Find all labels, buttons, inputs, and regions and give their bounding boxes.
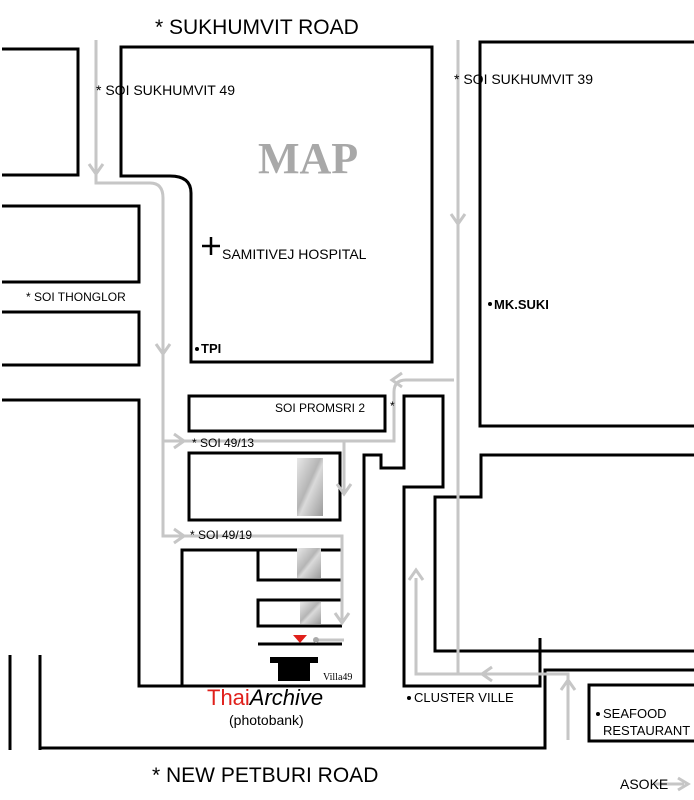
hospital-cross-icon — [202, 237, 220, 255]
thaiarchive-logo: ThaiArchive — [207, 685, 323, 710]
soi-thonglor-label: * SOI THONGLOR — [26, 290, 126, 304]
hospital-label: SAMITIVEJ HOSPITAL — [222, 246, 367, 262]
block-left-top — [0, 47, 80, 177]
villa-icon — [270, 657, 318, 681]
block-left-low — [0, 310, 141, 367]
location-marker — [293, 635, 307, 643]
cluster-ville-dot — [407, 696, 411, 700]
soi-49-19-label: * SOI 49/19 — [190, 528, 252, 542]
arrow-down-2 — [154, 343, 172, 357]
arrow-right-asoke — [677, 776, 691, 792]
arrow-up-2 — [559, 677, 577, 691]
building-3 — [300, 602, 321, 624]
block-comb — [182, 394, 542, 688]
arrow-down-3 — [449, 213, 467, 227]
arrow-left-2 — [389, 371, 403, 389]
villa49-label: Villa49 — [323, 672, 352, 683]
block-promsri — [187, 394, 387, 433]
soi-promsri-label: SOI PROMSRI 2 — [275, 401, 365, 415]
soi-49-13-label: * SOI 49/13 — [192, 436, 254, 450]
map-title: MAP — [258, 134, 358, 183]
logo-part-thai: Thai — [207, 685, 250, 710]
soi-49-label: * SOI SUKHUMVIT 49 — [96, 82, 235, 98]
villa-dot — [313, 637, 319, 643]
tpi-label: TPI — [201, 341, 221, 356]
seafood-label-2: RESTAURANT — [603, 723, 690, 738]
cluster-ville-label: CLUSTER VILLE — [414, 690, 514, 705]
building-1 — [297, 458, 323, 516]
tpi-dot — [195, 347, 199, 351]
seafood-label-1: SEAFOOD — [603, 706, 667, 721]
road-edge-bottom-line — [40, 668, 694, 750]
seafood-dot — [596, 712, 600, 716]
block-left-bottom — [0, 398, 342, 688]
block-right-mid — [433, 453, 694, 653]
block-hospital — [119, 45, 434, 364]
building-2 — [297, 548, 321, 578]
mk-suki-dot — [488, 302, 492, 306]
arrow-down-5 — [333, 612, 351, 626]
asoke-label: ASOKE — [620, 776, 668, 792]
road-edge-bottom — [0, 0, 42, 750]
block-seafood — [587, 683, 694, 743]
arrow-right-1 — [173, 432, 187, 450]
road-sukhumvit-label: * SUKHUMVIT ROAD — [155, 16, 359, 39]
block-right-top — [478, 40, 694, 428]
block-left-mid — [0, 204, 141, 284]
mk-suki-label: MK.SUKI — [494, 297, 549, 312]
arrow-right-2 — [173, 527, 187, 545]
arrow-down-4 — [335, 483, 353, 497]
road-new-petburi-label: * NEW PETBURI ROAD — [152, 764, 378, 787]
arrow-down-1 — [87, 163, 105, 177]
arrow-left-1 — [479, 665, 493, 683]
soi-promsri-star: * — [390, 399, 395, 413]
logo-part-archive: Archive — [248, 685, 323, 710]
route-right — [416, 672, 570, 740]
logo-subtitle: (photobank) — [229, 712, 304, 728]
route-soi49 — [94, 40, 344, 620]
arrow-up-1 — [407, 567, 425, 581]
soi-39-label: * SOI SUKHUMVIT 39 — [454, 71, 593, 87]
